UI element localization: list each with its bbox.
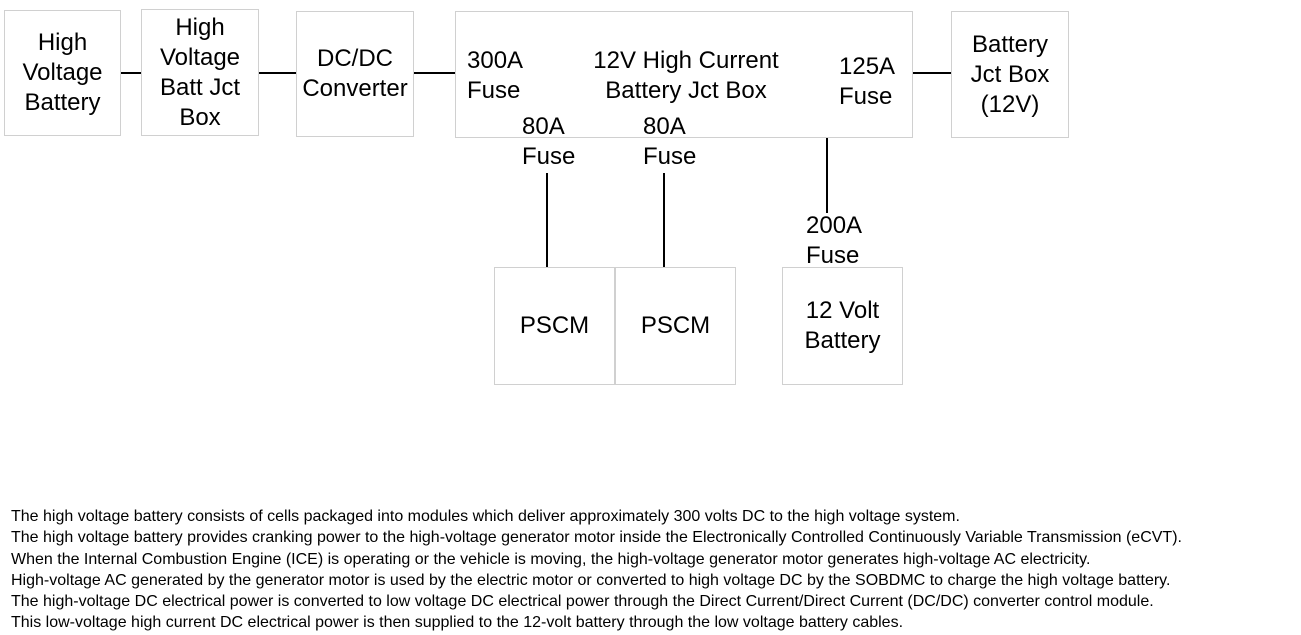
fuse-80a-1-label: 80A Fuse (522, 113, 576, 170)
hc-battery-jct-box-label: 12V High Current Battery Jct Box (593, 47, 779, 104)
battery-jct-box-12v: Battery Jct Box (12V) (951, 11, 1069, 138)
fuse-300a-label: 300A Fuse (467, 47, 524, 104)
fuse-80a-2-label: 80A Fuse (643, 113, 697, 170)
fuse-200a-label: 200A Fuse (806, 212, 863, 269)
wire-80a-2-to-pscm-2 (663, 173, 665, 267)
wire-hc-jct-to-12v-jct (913, 72, 951, 74)
note-line: The high-voltage DC electrical power is … (11, 593, 1154, 611)
dcdc-converter-box: DC/DC Converter (296, 11, 414, 137)
wire-hc-jct-to-200a (826, 138, 828, 213)
note-line: High-voltage AC generated by the generat… (11, 571, 1171, 589)
hv-battery-label: High Voltage Battery (22, 29, 103, 116)
hc-battery-jct-box: 12V High Current Battery Jct Box 300A Fu… (455, 11, 913, 170)
note-line: The high voltage battery provides cranki… (11, 529, 1182, 547)
hv-batt-jct-box-label: High Voltage Batt Jct Box (159, 13, 241, 131)
note-line: This low-voltage high current DC electri… (11, 614, 904, 632)
note-line: The high voltage battery consists of cel… (11, 508, 960, 525)
hv-batt-jct-box: High Voltage Batt Jct Box (141, 9, 259, 136)
hv-battery-box: High Voltage Battery (4, 10, 121, 136)
pscm-2-label: PSCM (640, 312, 711, 339)
pscm-1-label: PSCM (519, 312, 590, 339)
battery-jct-box-12v-label: Battery Jct Box (12V) (970, 30, 1050, 118)
battery-12v-box: 12 Volt Battery (782, 267, 903, 385)
battery-12v-label: 12 Volt Battery (804, 297, 881, 354)
wire-80a-1-to-pscm-1 (546, 173, 548, 267)
pscm-2-box: PSCM (615, 267, 736, 385)
pscm-1-box: PSCM (494, 267, 615, 385)
note-line: When the Internal Combustion Engine (ICE… (11, 550, 1091, 568)
fuse-125a-label: 125A Fuse (839, 53, 896, 110)
wire-jct-to-dcdc (259, 72, 296, 74)
wire-dcdc-to-hc-jct (414, 72, 455, 74)
dcdc-converter-label: DC/DC Converter (302, 45, 408, 102)
description-notes: The high voltage battery consists of cel… (11, 506, 1299, 634)
wire-hv-battery-to-jct (121, 72, 141, 74)
